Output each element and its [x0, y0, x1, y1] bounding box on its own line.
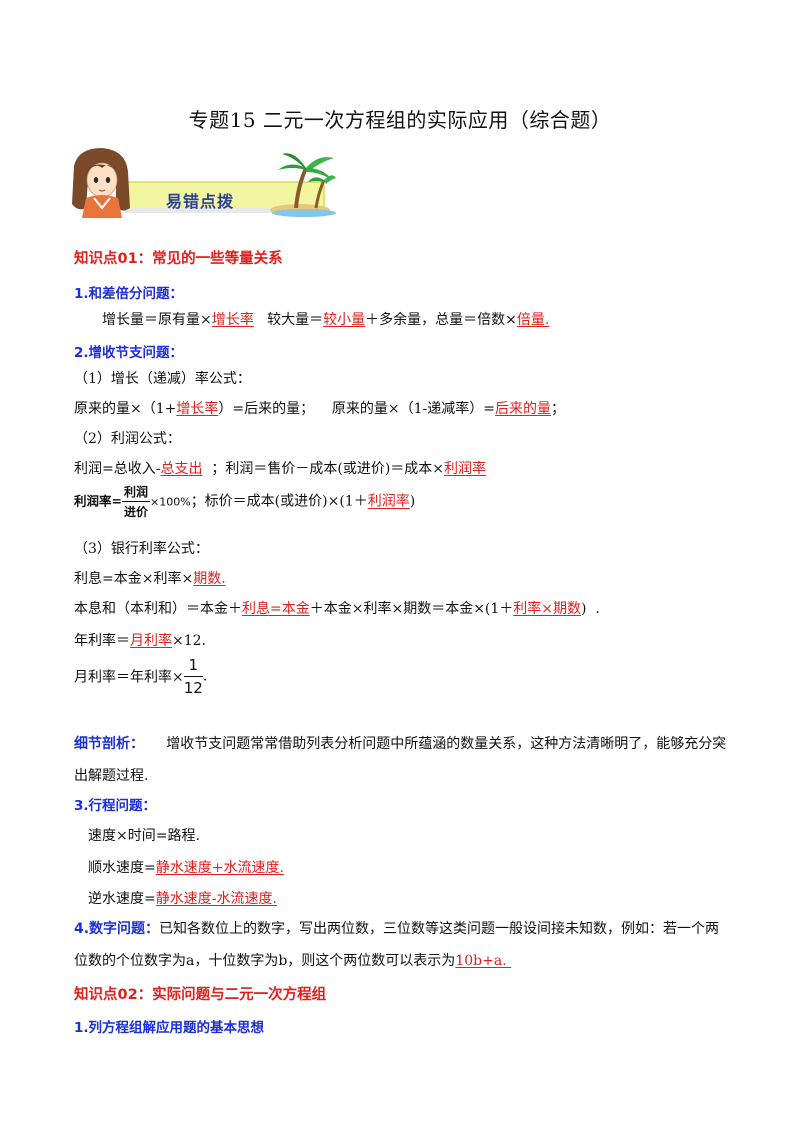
text-span: 月利率＝年利率× — [74, 669, 184, 686]
text-span: . — [202, 668, 208, 685]
text-span: 增长量＝原有量× — [102, 312, 212, 328]
s1-heading: 1.和差倍分问题： — [74, 286, 184, 302]
s2-heading: 2.增收节支问题： — [74, 345, 184, 361]
text-span: 年利率＝ — [74, 633, 130, 649]
s2-sub2: （2）利润公式： — [74, 431, 181, 447]
text-span: 本息和（本利和）＝本金＋ — [74, 601, 242, 617]
s3-line3: 逆水速度=静水速度-水流速度. — [88, 888, 277, 908]
s4-line1: 4.数字问题：已知各数位上的数字，写出两位数，三位数等这类问题一般设间接未知数，… — [74, 918, 719, 938]
text-span: 顺水速度= — [88, 860, 156, 876]
s2-profit-rate-formula: 利润率=利润进价×100%；标价＝成本(或进价)×(1＋利润率) — [74, 483, 415, 520]
k2-s1-heading: 1.列方程组解应用题的基本思想 — [74, 1020, 265, 1036]
fraction-numerator: 1 — [183, 656, 203, 677]
underlined-term: 较小量 — [323, 312, 366, 328]
percent-factor: ×100% — [150, 495, 191, 509]
formula-equals: = — [111, 493, 122, 509]
underlined-term: 利润率 — [367, 493, 410, 510]
fraction-numerator: 利润 — [122, 483, 151, 502]
underlined-term: 增长率 — [176, 401, 219, 417]
underlined-term: 月利率 — [130, 633, 172, 649]
detail-note-line1: 细节剖析： 增收节支问题常常借助列表分析问题中所蕴涵的数量关系，这种方法清晰明了… — [74, 733, 726, 753]
detail-note-line2: 出解题过程. — [74, 768, 149, 784]
underlined-term: 总支出 — [160, 461, 203, 477]
text-span: 原来的量×（1+ — [74, 401, 177, 417]
text-span: ) . — [581, 601, 600, 617]
text-span: ）=后来的量； 原来的量×（1-递减率）= — [218, 401, 496, 417]
underlined-term: 增长率 — [211, 312, 254, 328]
s2-sub1: （1）增长（递减）率公式： — [74, 371, 251, 387]
text-span: 利息=本金×利率× — [74, 571, 194, 587]
underlined-term: = — [270, 601, 282, 617]
text-span: ×12. — [172, 633, 206, 649]
fraction-denominator: 进价 — [124, 505, 149, 519]
page-title: 专题15 二元一次方程组的实际应用（综合题） — [188, 108, 612, 132]
s2-annual-rate-line: 年利率＝月利率×12. — [74, 630, 206, 650]
k1-heading: 知识点01：常见的一些等量关系 — [74, 251, 283, 267]
text-span: 逆水速度= — [88, 891, 156, 907]
s2-total-line: 本息和（本利和）＝本金＋利息=本金＋本金×利率×期数＝本金×(1＋利率×期数) … — [74, 598, 600, 618]
k2-heading: 知识点02：实际问题与二元一次方程组 — [74, 987, 327, 1003]
text-span: ；标价＝成本(或进价)×(1＋ — [190, 493, 368, 510]
text-span: 已知各数位上的数字，写出两位数，三位数等这类问题一般设间接未知数，例如：若一个两 — [159, 921, 720, 937]
section-banner: 易错点拨 — [68, 146, 336, 220]
s4-heading: 4.数字问题： — [74, 921, 160, 937]
s1-line: 增长量＝原有量×增长率 较大量＝较小量＋多余量，总量＝倍数×倍量. — [102, 309, 549, 329]
s4-line2: 位数的个位数字为a，十位数字为b，则这个两位数可以表示为10b+a. — [74, 950, 511, 970]
text-span: ；利润＝售价－成本(或进价)＝成本× — [202, 461, 445, 477]
banner-label: 易错点拨 — [166, 192, 235, 211]
text-span: ) — [409, 493, 416, 510]
text-span: ； — [551, 401, 566, 417]
profit-fraction: 利润进价 — [122, 483, 151, 520]
note-text: 增收节支问题常常借助列表分析问题中所蕴涵的数量关系，这种方法清晰明了，能够充分突 — [144, 736, 727, 752]
text-span: ＋多余量，总量＝倍数× — [365, 312, 517, 328]
s3-line1: 速度×时间=路程. — [88, 828, 200, 844]
note-label: 细节剖析： — [74, 736, 144, 752]
underlined-term: 后来的量 — [495, 401, 552, 417]
s3-line2: 顺水速度=静水速度+水流速度. — [88, 857, 284, 877]
text-span: ＋本金×利率×期数＝本金×(1＋ — [309, 601, 514, 617]
banner-illustration — [72, 148, 336, 218]
underlined-term: 利润率 — [444, 461, 487, 477]
underlined-term: 利息 — [242, 601, 270, 617]
underlined-term: 10b+a. — [455, 953, 512, 969]
text-span: 较大量＝ — [253, 312, 324, 328]
fraction-denominator: 12 — [183, 679, 203, 697]
underlined-term: 本金 — [281, 601, 310, 617]
s2-profit-line: 利润=总收入-总支出 ；利润＝售价－成本(或进价)＝成本×利润率 — [74, 458, 486, 478]
underlined-term: 利率×期数 — [513, 601, 582, 617]
s2-sub3: （3）银行利率公式： — [74, 541, 209, 557]
formula-label: 利润率 — [74, 493, 112, 509]
underlined-term: 倍量. — [516, 312, 550, 328]
text-span: 位数的个位数字为a，十位数字为b，则这个两位数可以表示为 — [74, 953, 456, 969]
s3-heading: 3.行程问题： — [74, 798, 157, 814]
s2-rate-line: 原来的量×（1+增长率）=后来的量； 原来的量×（1-递减率）=后来的量； — [74, 398, 565, 418]
underlined-term: 期数. — [193, 571, 226, 587]
text-span: 利润=总收入- — [74, 461, 161, 477]
underlined-term: 静水速度+水流速度. — [155, 860, 284, 876]
underlined-term: 静水速度-水流速度. — [155, 891, 277, 907]
s2-interest-line: 利息=本金×利率×期数. — [74, 568, 226, 588]
